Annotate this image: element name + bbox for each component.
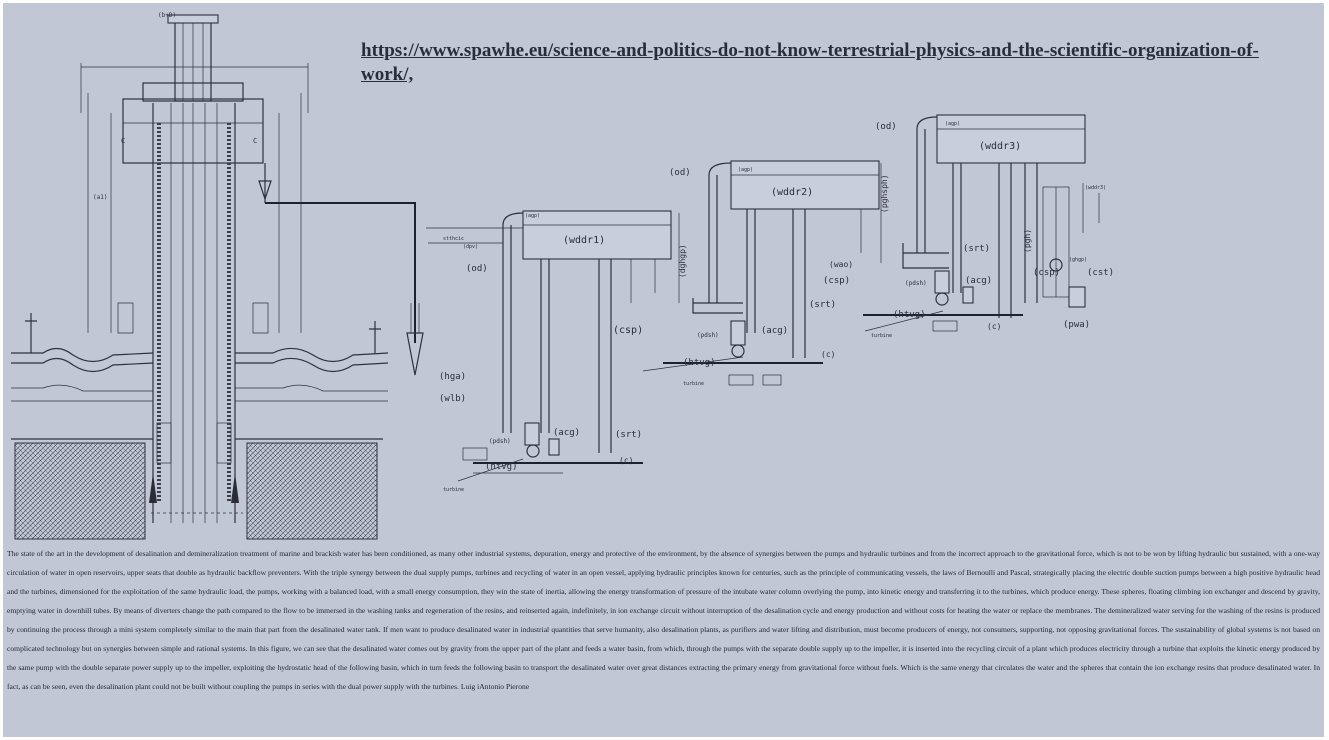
technical-drawing: (b+D) C C (a1) (wddr1) [11,12,1114,540]
svg-text:(agp): (agp) [525,213,540,219]
label-csp-1: (csp) [613,325,643,336]
unit-2: (wddr2) (agp) (od) (csp) (acg) (srt) (pd… [642,160,889,387]
label-head-2: (pghsph) [880,174,889,213]
label-htvg-2: (htvg) [683,358,716,368]
label-od-2: (od) [669,168,691,178]
label-c-3: (c) [987,322,1001,331]
label-wao: (wao) [829,260,853,269]
unit-3: (wddr3) (agp) (od) (c [863,114,1114,339]
label-pdsh-3: (pdsh) [905,280,927,287]
article-link[interactable]: https://www.spawhe.eu/science-and-politi… [361,40,1259,85]
unit-1: (wddr1) (agp) stthcic (dpv) ( [426,210,687,493]
label-srt-3: (srt) [963,244,990,254]
label-turbine-3: turbine [871,333,892,339]
label-htvg-1: (htvg) [485,462,518,472]
unit-1-label: (wddr1) [563,235,605,246]
column-section: (b+D) C C (a1) [11,12,389,540]
label-pdsh-1: (pdsh) [489,438,511,445]
svg-text:(b+D): (b+D) [158,12,176,19]
label-csp-3: (csp) [1033,268,1060,278]
label-head-1: (dghgp) [678,244,687,278]
label-od-1: (od) [466,264,488,274]
label-turbine-2: turbine [683,381,704,387]
label-acg-1: (acg) [553,428,580,438]
svg-text:(agp): (agp) [738,167,753,173]
label-c-2: (c) [821,350,835,359]
label-c-1: (c) [619,456,633,465]
label-hga: (hga) [439,372,466,382]
svg-text:(a1): (a1) [93,194,107,201]
svg-text:(dpv): (dpv) [463,244,478,250]
svg-text:(agp): (agp) [945,121,960,127]
label-wlb: (wlb) [439,394,466,404]
document-canvas: (b+D) C C (a1) (wddr1) [3,3,1324,737]
flow-connector [258,163,424,376]
label-csp-2: (csp) [823,276,850,286]
svg-text:stthcic: stthcic [443,236,464,242]
svg-text:C: C [253,137,257,145]
label-acg-2: (acg) [761,326,788,336]
svg-text:C: C [121,137,125,145]
label-ghgp: (ghgp) [1069,257,1087,263]
svg-text:(wddr3): (wddr3) [1085,185,1106,191]
label-pwa: (pwa) [1063,320,1090,330]
label-srt-2: (srt) [809,300,836,310]
label-acg-3: (acg) [965,276,992,286]
label-head-3: (pgh) [1023,229,1032,253]
label-turbine-1: turbine [443,487,464,493]
label-htvg-3: (htvg) [893,310,926,320]
unit-3-label: (wddr3) [979,141,1021,152]
label-cst: (cst) [1087,268,1114,278]
description-paragraph: The state of the art in the development … [7,549,1320,691]
label-od-3: (od) [875,122,897,132]
label-srt-1: (srt) [615,430,642,440]
unit-2-label: (wddr2) [771,187,813,198]
label-pdsh-2: (pdsh) [697,332,719,339]
